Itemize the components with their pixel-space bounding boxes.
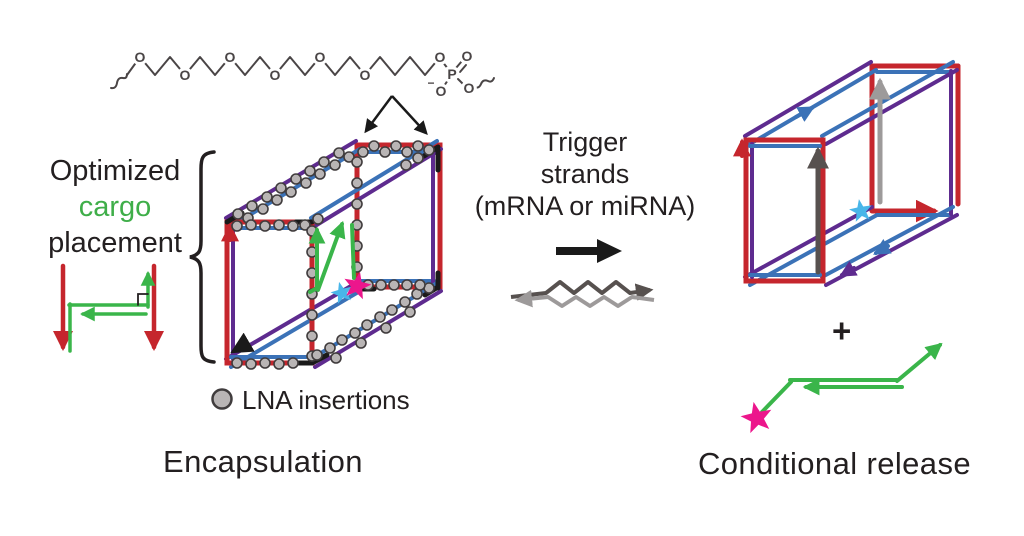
- lna-legend-circle: [211, 388, 233, 410]
- plus-sign: +: [832, 312, 852, 349]
- reaction-arrow: [556, 239, 622, 263]
- caption-conditional-release: Conditional release: [698, 446, 971, 481]
- oxygen-label: O: [436, 83, 447, 99]
- minus-charge: −: [427, 76, 434, 90]
- trigger-strand-light: [514, 289, 655, 308]
- dna-box-encapsulated: [221, 139, 443, 370]
- cargo-strand-mini: [67, 271, 156, 353]
- fluorophore-star-pink: [344, 271, 372, 300]
- oxygen-label: O: [225, 49, 236, 65]
- linker-pointer-arrows: [364, 95, 428, 136]
- peg-backbone: [126, 56, 441, 76]
- brace: [189, 150, 216, 364]
- oxygen-label: O: [435, 49, 446, 65]
- oxygen-label: O: [135, 49, 146, 65]
- cargo-placement-schematic: [52, 263, 165, 353]
- optimized-cargo-placement-label: Optimized cargo placement: [15, 153, 215, 261]
- lna-insertions-legend-label: LNA insertions: [242, 385, 410, 415]
- trigger-strand-duplex: [510, 280, 655, 308]
- cargo-strand-encapsulated: [308, 220, 356, 294]
- oxygen-label: O: [464, 80, 475, 96]
- oxygen-label: O: [180, 67, 191, 83]
- trigger-strands-label: Trigger strands (mRNA or miRNA): [450, 126, 720, 222]
- trigger-line3: (mRNA or miRNA): [474, 191, 696, 221]
- oxygen-label: O: [270, 67, 281, 83]
- right-squiggle: [473, 77, 495, 89]
- oxygen-label: O: [462, 48, 473, 64]
- phosphorus-label: P: [447, 66, 456, 82]
- released-box-star-cyan: [849, 199, 872, 222]
- released-cargo: [740, 342, 943, 434]
- trigger-line2: strands: [540, 159, 630, 189]
- optimized-line: Optimized: [49, 155, 181, 187]
- atom-labels: O O O O O O O P O O − O: [132, 45, 478, 102]
- right-angle-marker: [137, 293, 149, 306]
- peg-phosphate-structure: [110, 56, 495, 90]
- lna-circles: [231, 140, 435, 370]
- fluorophore-star-cyan: [330, 281, 352, 304]
- placement-line: placement: [48, 227, 182, 259]
- dna-box-released: [733, 60, 961, 287]
- black-arrow-bl-corner: [230, 332, 255, 354]
- trigger-strand-dark: [510, 280, 654, 301]
- cargo-line: cargo: [78, 191, 152, 223]
- oxygen-label: O: [360, 67, 371, 83]
- released-star-pink: [740, 401, 772, 434]
- caption-encapsulation: Encapsulation: [163, 444, 363, 479]
- left-squiggle: [110, 73, 128, 90]
- trigger-line1: Trigger: [542, 127, 628, 157]
- oxygen-label: O: [315, 49, 326, 65]
